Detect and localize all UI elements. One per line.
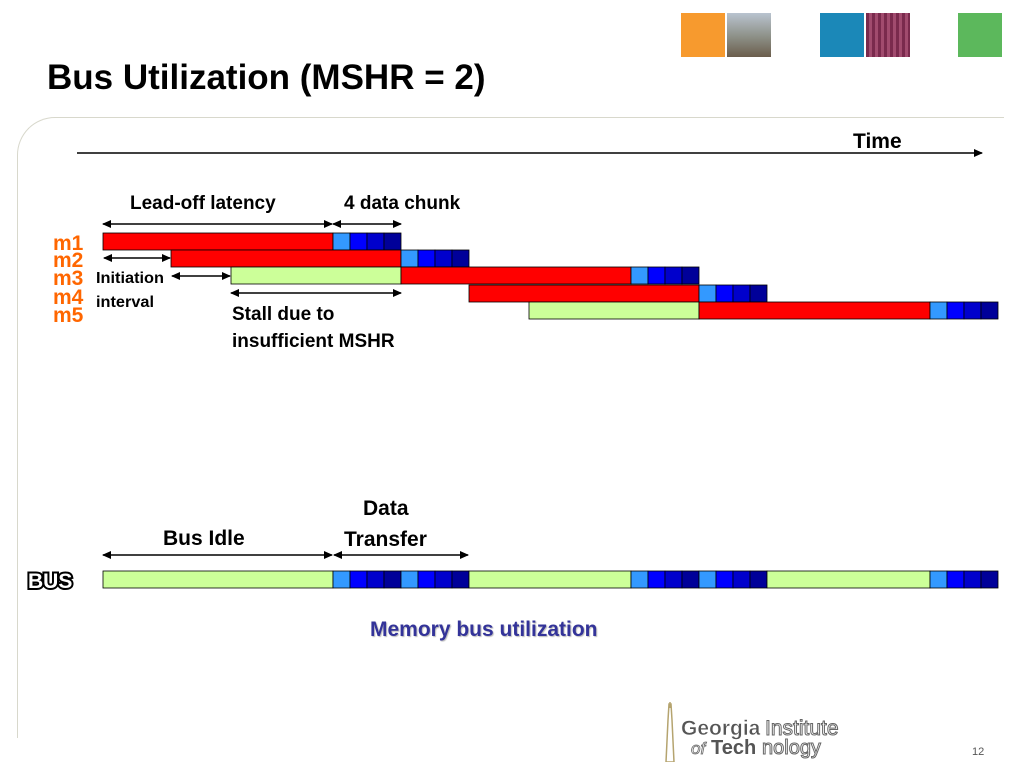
m5-chunk-4: [980, 301, 999, 320]
bus-chunk: [417, 570, 436, 589]
interval-label: interval: [96, 294, 154, 311]
m3-chunk-4: [681, 266, 700, 285]
logo-georgia: Georgia: [681, 717, 761, 740]
bus-chunk: [749, 570, 768, 589]
row-label-m5: m5: [53, 304, 84, 327]
m4-latency-bar: [468, 284, 700, 303]
m4-chunk-2: [715, 284, 734, 303]
row-m3: [230, 266, 700, 285]
bus-chunk: [732, 570, 751, 589]
corner-square-photo-chip: [866, 13, 910, 57]
stall-label-line1: Stall due to: [232, 304, 334, 325]
bus-chunk: [698, 570, 717, 589]
m2-chunk-3: [434, 249, 453, 268]
content-panel: [17, 117, 1004, 738]
row-m4: [468, 284, 768, 303]
m3-chunk-3: [664, 266, 683, 285]
row-label-m2: m2: [53, 249, 83, 272]
row-m2: [170, 249, 470, 268]
corner-square-blue: [820, 13, 864, 57]
m4-chunk-4: [749, 284, 768, 303]
bus-chunk: [681, 570, 700, 589]
m5-chunk-3: [963, 301, 982, 320]
row-m1: [102, 232, 402, 251]
row-label-m3: m3: [53, 267, 83, 290]
transfer-label: Transfer: [344, 528, 427, 551]
georgia-tech-logo: Georgia Institute of Tech nology: [643, 700, 891, 763]
m1-chunk-4: [383, 232, 402, 251]
corner-square-photo-campus: [727, 13, 771, 57]
logo-mark: Georgia Institute of Tech nology: [665, 702, 839, 763]
bus-chunk: [715, 570, 734, 589]
m4-chunk-3: [732, 284, 751, 303]
bus-idle-segment-3: [766, 570, 931, 589]
m2-chunk-4: [451, 249, 470, 268]
logo-institute: Institute: [765, 717, 839, 740]
m1-chunk-1: [332, 232, 351, 251]
lead-off-latency-label: Lead-off latency: [130, 193, 276, 214]
bus-chunk: [929, 570, 948, 589]
bus-chunk: [366, 570, 385, 589]
bus-chunk: [349, 570, 368, 589]
initiation-label: Initiation: [96, 270, 164, 287]
bus-chunk: [647, 570, 666, 589]
m3-latency-bar: [400, 266, 632, 285]
bus-idle-segment-1: [102, 570, 334, 589]
logo-nology: nology: [762, 737, 821, 759]
m5-chunk-1: [929, 301, 948, 320]
m3-stall-bar: [230, 266, 402, 285]
bus-idle-label: Bus Idle: [163, 527, 245, 550]
m2-chunk-2: [417, 249, 436, 268]
m2-latency-bar: [170, 249, 402, 268]
logo-of: of: [691, 739, 707, 758]
bus-chunk: [332, 570, 351, 589]
bus-chunk: [980, 570, 999, 589]
bus-row: [102, 570, 999, 589]
logo-tower-icon: [665, 703, 675, 763]
bus-chunk: [630, 570, 649, 589]
page-number: 12: [972, 746, 985, 758]
m5-chunk-2: [946, 301, 965, 320]
slide-title: Bus Utilization (MSHR = 2): [47, 58, 486, 97]
m1-chunk-3: [366, 232, 385, 251]
data-label: Data: [363, 497, 409, 520]
caption: Memory bus utilization: [370, 618, 598, 641]
row-label-m1: m1: [53, 232, 84, 255]
bus-idle-segment-2: [468, 570, 632, 589]
logo-tech: Tech: [711, 737, 756, 759]
m3-chunk-1: [630, 266, 649, 285]
row-m5: [528, 301, 999, 320]
corner-square-green: [958, 13, 1002, 57]
m1-chunk-2: [349, 232, 368, 251]
bus-chunk: [664, 570, 683, 589]
m2-chunk-1: [400, 249, 419, 268]
m5-latency-bar: [698, 301, 931, 320]
bus-chunk: [434, 570, 453, 589]
bus-label: BUS: [28, 570, 72, 593]
m4-chunk-1: [698, 284, 717, 303]
bus-chunk: [946, 570, 965, 589]
data-chunk-label: 4 data chunk: [344, 193, 461, 214]
m1-latency-bar: [102, 232, 334, 251]
bus-chunk: [963, 570, 982, 589]
row-label-m4: m4: [53, 286, 84, 309]
bus-chunk: [383, 570, 402, 589]
bus-chunk: [451, 570, 470, 589]
time-label: Time: [853, 130, 902, 153]
corner-square-orange: [681, 13, 725, 57]
m5-stall-bar: [528, 301, 700, 320]
stall-label-line2: insufficient MSHR: [232, 331, 395, 352]
bus-chunk: [400, 570, 419, 589]
m3-chunk-2: [647, 266, 666, 285]
